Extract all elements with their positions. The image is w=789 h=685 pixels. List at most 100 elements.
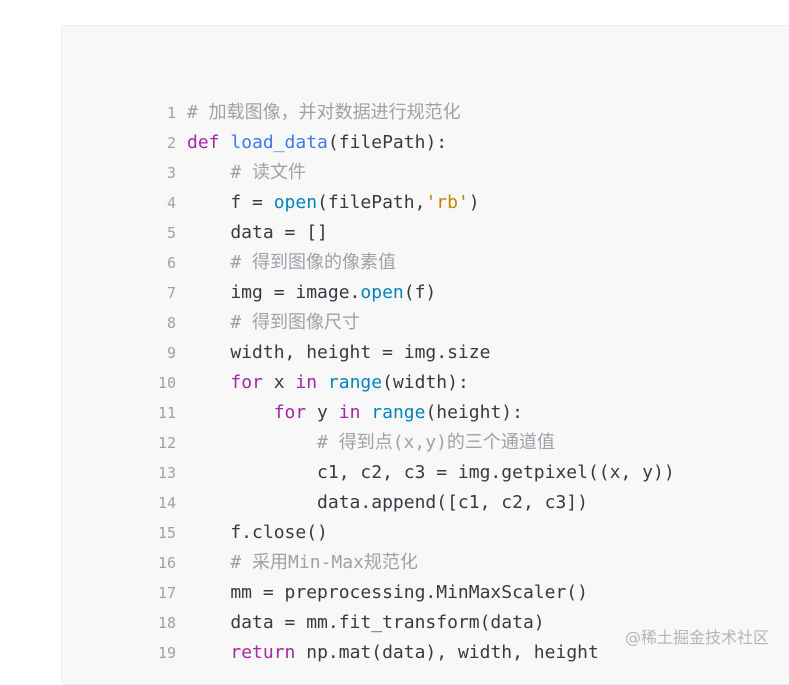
line-number: 8 bbox=[150, 308, 176, 338]
code-line: 10 for x in range(width): bbox=[62, 368, 789, 398]
code-line: 16 # 采用Min-Max规范化 bbox=[62, 548, 789, 578]
code-text: data.append([c1, c2, c3]) bbox=[187, 488, 588, 518]
code-token: return bbox=[230, 642, 295, 663]
line-number: 15 bbox=[150, 518, 176, 548]
code-token: # 读文件 bbox=[230, 162, 306, 183]
code-token: data.append([c1, c2, c3]) bbox=[187, 492, 588, 513]
code-token bbox=[360, 402, 371, 423]
code-text: data = mm.fit_transform(data) bbox=[187, 608, 545, 638]
code-token: (filePath, bbox=[317, 192, 425, 213]
line-number: 2 bbox=[150, 128, 176, 158]
code-token: in bbox=[339, 402, 361, 423]
code-text: return np.mat(data), width, height bbox=[187, 638, 599, 668]
code-token: # 加载图像，并对数据进行规范化 bbox=[187, 102, 461, 123]
line-number: 1 bbox=[150, 98, 176, 128]
code-token: x bbox=[263, 372, 296, 393]
code-text: f = open(filePath,'rb') bbox=[187, 188, 480, 218]
watermark: @稀土掘金技术社区 bbox=[625, 624, 769, 648]
code-text: # 得到图像尺寸 bbox=[187, 308, 360, 338]
code-line: 8 # 得到图像尺寸 bbox=[62, 308, 789, 338]
line-number: 5 bbox=[150, 218, 176, 248]
line-number: 10 bbox=[150, 368, 176, 398]
code-token: (f) bbox=[404, 282, 437, 303]
code-line: 5 data = [] bbox=[62, 218, 789, 248]
code-text: img = image.open(f) bbox=[187, 278, 436, 308]
code-token: (filePath): bbox=[328, 132, 447, 153]
code-text: # 得到图像的像素值 bbox=[187, 248, 396, 278]
code-token: # 得到点(x,y)的三个通道值 bbox=[317, 432, 555, 453]
line-number: 16 bbox=[150, 548, 176, 578]
line-number: 9 bbox=[150, 338, 176, 368]
code-token bbox=[187, 162, 230, 183]
code-text: f.close() bbox=[187, 518, 328, 548]
code-token: 'rb' bbox=[425, 192, 468, 213]
code-token: # 得到图像尺寸 bbox=[230, 312, 360, 333]
code-token: data = [] bbox=[187, 222, 328, 243]
code-token: range bbox=[328, 372, 382, 393]
code-token: range bbox=[371, 402, 425, 423]
code-token bbox=[187, 552, 230, 573]
code-line: 14 data.append([c1, c2, c3]) bbox=[62, 488, 789, 518]
line-number: 4 bbox=[150, 188, 176, 218]
code-line: 7 img = image.open(f) bbox=[62, 278, 789, 308]
code-token: open bbox=[360, 282, 403, 303]
code-token: f = bbox=[187, 192, 274, 213]
line-number: 12 bbox=[150, 428, 176, 458]
line-number: 13 bbox=[150, 458, 176, 488]
code-token bbox=[187, 642, 230, 663]
code-token bbox=[187, 312, 230, 333]
code-text: c1, c2, c3 = img.getpixel((x, y)) bbox=[187, 458, 675, 488]
code-text: mm = preprocessing.MinMaxScaler() bbox=[187, 578, 588, 608]
line-number: 18 bbox=[150, 608, 176, 638]
line-number: 7 bbox=[150, 278, 176, 308]
code-token: def bbox=[187, 132, 220, 153]
code-token: load_data bbox=[230, 132, 328, 153]
line-number: 17 bbox=[150, 578, 176, 608]
code-text: width, height = img.size bbox=[187, 338, 490, 368]
code-token: (width): bbox=[382, 372, 469, 393]
code-line: 1 # 加载图像，并对数据进行规范化 bbox=[62, 98, 789, 128]
code-token: # 得到图像的像素值 bbox=[230, 252, 396, 273]
code-text: for x in range(width): bbox=[187, 368, 469, 398]
code-token: img = image. bbox=[187, 282, 360, 303]
line-number: 14 bbox=[150, 488, 176, 518]
code-line: 17 mm = preprocessing.MinMaxScaler() bbox=[62, 578, 789, 608]
code-text: data = [] bbox=[187, 218, 328, 248]
code-token: in bbox=[295, 372, 317, 393]
code-line: 11 for y in range(height): bbox=[62, 398, 789, 428]
code-token: for bbox=[274, 402, 307, 423]
code-token: data = mm.fit_transform(data) bbox=[187, 612, 545, 633]
code-token bbox=[220, 132, 231, 153]
code-token bbox=[187, 402, 274, 423]
code-line: 15 f.close() bbox=[62, 518, 789, 548]
code-line: 6 # 得到图像的像素值 bbox=[62, 248, 789, 278]
code-token: # 采用Min-Max规范化 bbox=[230, 552, 418, 573]
code-token: f.close() bbox=[187, 522, 328, 543]
line-number: 6 bbox=[150, 248, 176, 278]
code-line: 13 c1, c2, c3 = img.getpixel((x, y)) bbox=[62, 458, 789, 488]
code-line: 3 # 读文件 bbox=[62, 158, 789, 188]
code-text: # 得到点(x,y)的三个通道值 bbox=[187, 428, 555, 458]
code-text: # 采用Min-Max规范化 bbox=[187, 548, 418, 578]
line-number: 3 bbox=[150, 158, 176, 188]
code-token: for bbox=[230, 372, 263, 393]
code-text: # 加载图像，并对数据进行规范化 bbox=[187, 98, 461, 128]
code-line: 12 # 得到点(x,y)的三个通道值 bbox=[62, 428, 789, 458]
code-token: ) bbox=[469, 192, 480, 213]
code-token bbox=[187, 372, 230, 393]
code-token: np.mat(data), width, height bbox=[295, 642, 598, 663]
code-token: width, height = img.size bbox=[187, 342, 490, 363]
code-line: 9 width, height = img.size bbox=[62, 338, 789, 368]
code-token: c1, c2, c3 = img.getpixel((x, y)) bbox=[187, 462, 675, 483]
code-line: 4 f = open(filePath,'rb') bbox=[62, 188, 789, 218]
code-token bbox=[317, 372, 328, 393]
code-token bbox=[187, 252, 230, 273]
code-line: 2 def load_data(filePath): bbox=[62, 128, 789, 158]
line-number: 19 bbox=[150, 638, 176, 668]
code-text: def load_data(filePath): bbox=[187, 128, 447, 158]
code-text: for y in range(height): bbox=[187, 398, 523, 428]
line-number: 11 bbox=[150, 398, 176, 428]
code-token: (height): bbox=[425, 402, 523, 423]
